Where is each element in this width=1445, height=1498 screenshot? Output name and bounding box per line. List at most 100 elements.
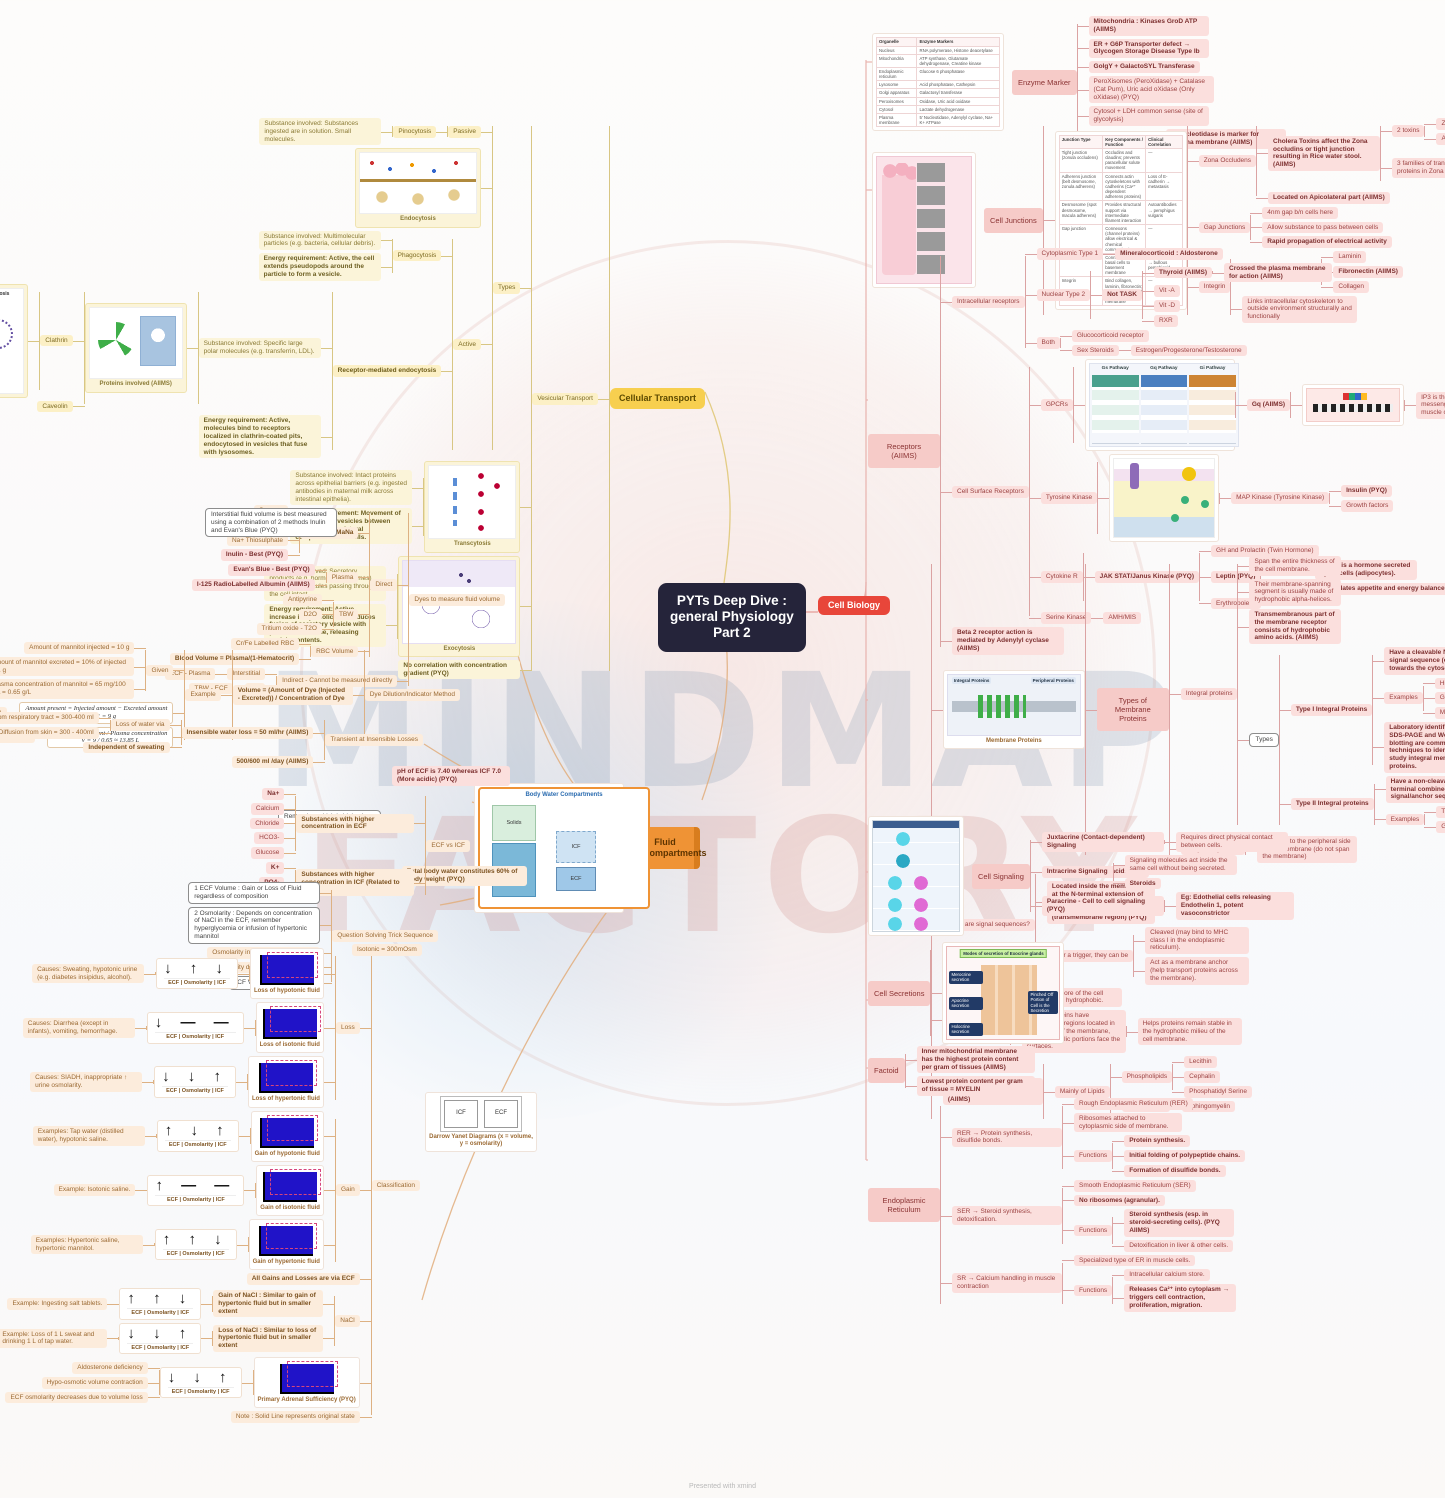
mindmap-node[interactable]: Examples: Hypertonic saline, hypertonic … xyxy=(30,1234,143,1255)
mindmap-node[interactable]: Cr/Fe Labelled RBC xyxy=(231,638,300,650)
mindmap-node[interactable]: Act as a membrane anchor (help transport… xyxy=(1145,957,1250,985)
mindmap-node[interactable]: Releases Ca²⁺ into cytoplasm → triggers … xyxy=(1124,1284,1237,1312)
mindmap-node[interactable]: Intracrine Signaling xyxy=(1041,866,1113,878)
arrow-row[interactable]: ↑ ↑ ↓ECF | Osmolarity | ICF xyxy=(154,1228,237,1261)
mindmap-node[interactable]: Question Solving Trick Sequence xyxy=(332,930,438,942)
mindmap-node[interactable]: Amount of mannitol excreted = 10% of inj… xyxy=(0,656,135,677)
mindmap-node[interactable]: Phagocytosis xyxy=(392,249,442,262)
mindmap-node[interactable]: Eg: Edothelial cells releasing Endotheli… xyxy=(1175,892,1294,920)
mindmap-node[interactable]: Cytoplasmic Type 1 xyxy=(1036,248,1104,260)
mindmap-node[interactable]: Diffusion from skin = 300 - 400ml xyxy=(0,726,99,739)
mindmap-node[interactable]: Serine Kinase xyxy=(1040,612,1092,625)
mindmap-node[interactable]: Juxtacrine (Contact-dependent) Signaling xyxy=(1041,832,1164,852)
mindmap-node[interactable]: GPCRs xyxy=(1040,399,1073,412)
mindmap-node[interactable]: 3 families of transmembrane proteins in … xyxy=(1392,158,1445,179)
mindmap-node[interactable]: Sphingomyelin xyxy=(1182,1100,1235,1113)
mindmap-node[interactable]: Loss of water via xyxy=(110,719,170,732)
mindmap-node[interactable]: Integrin xyxy=(1198,281,1231,293)
mindmap-node[interactable]: Estrogen/Progesterone/Testosterone xyxy=(1130,344,1247,357)
mindmap-node[interactable]: Membrane immunoglobulin xyxy=(1434,707,1445,719)
mindmap-node[interactable]: SR → Calcium handling in muscle contract… xyxy=(952,1273,1062,1293)
mindmap-node[interactable]: Calcium xyxy=(250,802,285,815)
mindmap-node[interactable]: 1 ECF Volume : Gain or Loss of Fluid reg… xyxy=(188,882,321,904)
cellular-transport-node[interactable]: Cellular Transport xyxy=(609,388,705,410)
mindmap-node[interactable]: Given xyxy=(146,664,174,677)
arrow-row[interactable]: ↓ ↓ ↑ECF | Osmolarity | ICF xyxy=(119,1322,202,1355)
mindmap-node[interactable]: Gq (AIIMS) xyxy=(1246,399,1291,412)
mindmap-node[interactable]: ECF osmolarity decreases due to volume l… xyxy=(5,1391,148,1404)
mindmap-node[interactable]: Types xyxy=(1249,733,1279,747)
junction-image-panel[interactable] xyxy=(872,152,976,289)
darrow-gain-isotonic[interactable]: Gain of isotonic fluid xyxy=(256,1164,324,1216)
mindmap-node[interactable]: Total body water constitutes 60% of body… xyxy=(402,866,527,886)
mindmap-node[interactable]: GolgY + GalactoSYL Transferase xyxy=(1088,61,1200,73)
mindmap-node[interactable]: Have a non-cleavable N-terminal combined… xyxy=(1385,775,1445,804)
mindmap-node[interactable]: Type I Integral Proteins xyxy=(1290,704,1373,716)
mindmap-node[interactable]: Gain of NaCl : Similar to gain of hypert… xyxy=(213,1290,324,1318)
mindmap-node[interactable]: Types of Membrane Proteins xyxy=(1096,688,1169,732)
mindmap-node[interactable]: Evan's Blue - Best (PYQ) xyxy=(228,564,315,576)
mindmap-node[interactable]: Protein synthesis. xyxy=(1124,1135,1191,1148)
mindmap-node[interactable]: Their membrane-spanning segment is usual… xyxy=(1249,578,1342,606)
central-topic[interactable]: PYTs Deep Dive : general Physiology Part… xyxy=(658,583,806,652)
mindmap-node[interactable]: 2 Osmolarity : Depends on concentration … xyxy=(188,906,321,944)
mindmap-node[interactable]: Collagen xyxy=(1333,280,1370,293)
darrow-loss-isotonic[interactable]: Loss of isotonic fluid xyxy=(255,1002,324,1054)
arrow-row[interactable]: ↓ ↓ ↑ECF | Osmolarity | ICF xyxy=(154,1066,236,1098)
darrow-gain-hypertonic[interactable]: Gain of hypertonic fluid xyxy=(248,1218,324,1271)
mindmap-node[interactable]: AMH/MIS xyxy=(1103,612,1142,625)
mindmap-node[interactable]: Receptor-mediated endocytosis xyxy=(332,365,442,377)
mindmap-node[interactable]: Example xyxy=(185,689,221,701)
mindmap-node[interactable]: Paracrine - Cell to cell signaling (PYQ) xyxy=(1041,896,1164,916)
mindmap-node[interactable]: Vesicular Transport xyxy=(532,392,598,405)
mindmap-node[interactable]: Enzyme Marker xyxy=(1012,69,1077,95)
mindmap-node[interactable]: Ribosomes attached to cytoplasmic side o… xyxy=(1074,1112,1182,1133)
mindmap-node[interactable]: Gap Junctions xyxy=(1198,221,1251,234)
mindmap-node[interactable]: Causes: Diarrhea (except in infants), vo… xyxy=(22,1017,135,1038)
mindmap-node[interactable]: Fibronectin (AIIMS) xyxy=(1333,265,1403,278)
mindmap-node[interactable]: Substances with higher concentration in … xyxy=(296,813,415,834)
mindmap-node[interactable]: Substance involved: Intact proteins acro… xyxy=(290,470,413,506)
mindmap-node[interactable]: Caveolin xyxy=(37,400,73,413)
mindmap-node[interactable]: Volume = (Amount of Dye (Injected - Excr… xyxy=(232,685,353,705)
mindmap-node[interactable]: Transferrin receptors xyxy=(1436,806,1445,818)
darrow-gain-hypotonic[interactable]: Gain of hypotonic fluid xyxy=(250,1110,324,1162)
clathrin-endocytosis-figure[interactable]: Clathrin-dependent endocytosisearly endo… xyxy=(0,283,29,398)
mindmap-node[interactable]: Endoplasmic Reticulum xyxy=(868,1187,940,1222)
mindmap-node[interactable]: K+ xyxy=(265,861,285,874)
mindmap-node[interactable]: Signaling molecules act inside the same … xyxy=(1124,854,1237,875)
mindmap-node[interactable]: No ribosomes (agranular). xyxy=(1074,1194,1165,1207)
mindmap-node[interactable]: RXR xyxy=(1153,314,1178,327)
mindmap-node[interactable]: Steroids xyxy=(1124,877,1161,890)
mindmap-node[interactable]: Crossed the plasma membrane for action (… xyxy=(1224,262,1332,283)
mindmap-node[interactable]: Rapid propagation of electrical activity xyxy=(1262,236,1392,249)
mindmap-node[interactable]: Insulin (PYQ) xyxy=(1341,485,1392,497)
mindmap-node[interactable]: Passive xyxy=(448,125,481,138)
gq-gel-panel[interactable] xyxy=(1302,384,1405,427)
mindmap-node[interactable]: Specialized type of ER in muscle cells. xyxy=(1074,1254,1196,1267)
darrow-primary-adrenal[interactable]: Primary Adrenal Sufficiency (PYQ) xyxy=(253,1357,360,1409)
mindmap-node[interactable]: Glucose xyxy=(250,847,285,859)
mindmap-node[interactable]: Loss of NaCl : Similar to loss of hypert… xyxy=(213,1324,324,1352)
mindmap-node[interactable]: Accessory cholera toxin xyxy=(1436,132,1445,145)
mindmap-node[interactable]: Sex Steroids xyxy=(1071,344,1119,357)
endocytosis-image-panel[interactable]: Endocytosis xyxy=(354,148,481,228)
mindmap-node[interactable]: Chloride xyxy=(250,817,285,830)
mindmap-node[interactable]: What are signal sequences? xyxy=(942,919,1035,932)
mindmap-node[interactable]: Example: Isotonic saline. xyxy=(53,1184,136,1197)
mindmap-node[interactable]: Amount of mannitol injected = 10 g xyxy=(24,642,135,654)
mindmap-node[interactable]: Glycosyl transferases xyxy=(1436,820,1445,833)
mindmap-node[interactable]: Beta 2 receptor action is mediated by Ad… xyxy=(952,627,1064,655)
mindmap-node[interactable]: Steroid synthesis (esp. in steroid-secre… xyxy=(1124,1209,1235,1237)
mindmap-node[interactable]: Mitochondria : Kinases GroD ATP (AIIMS) xyxy=(1088,16,1209,36)
mindmap-node[interactable]: Classification xyxy=(371,1179,420,1192)
mindmap-node[interactable]: Thyroid (AIIMS) xyxy=(1153,266,1212,279)
mindmap-node[interactable]: pH of ECF is 7.40 whereas ICF 7.0 (More … xyxy=(392,766,510,786)
arrow-row[interactable]: ↑ ↑ ↓ECF | Osmolarity | ICF xyxy=(119,1287,202,1320)
mindmap-node[interactable]: Hypo-osmotic volume contraction xyxy=(41,1376,148,1389)
mindmap-node[interactable]: Integral proteins xyxy=(1180,688,1238,701)
mindmap-node[interactable]: Note : Solid Line represents original st… xyxy=(230,1411,360,1424)
mindmap-node[interactable]: Helps proteins remain stable in the hydr… xyxy=(1137,1018,1242,1046)
